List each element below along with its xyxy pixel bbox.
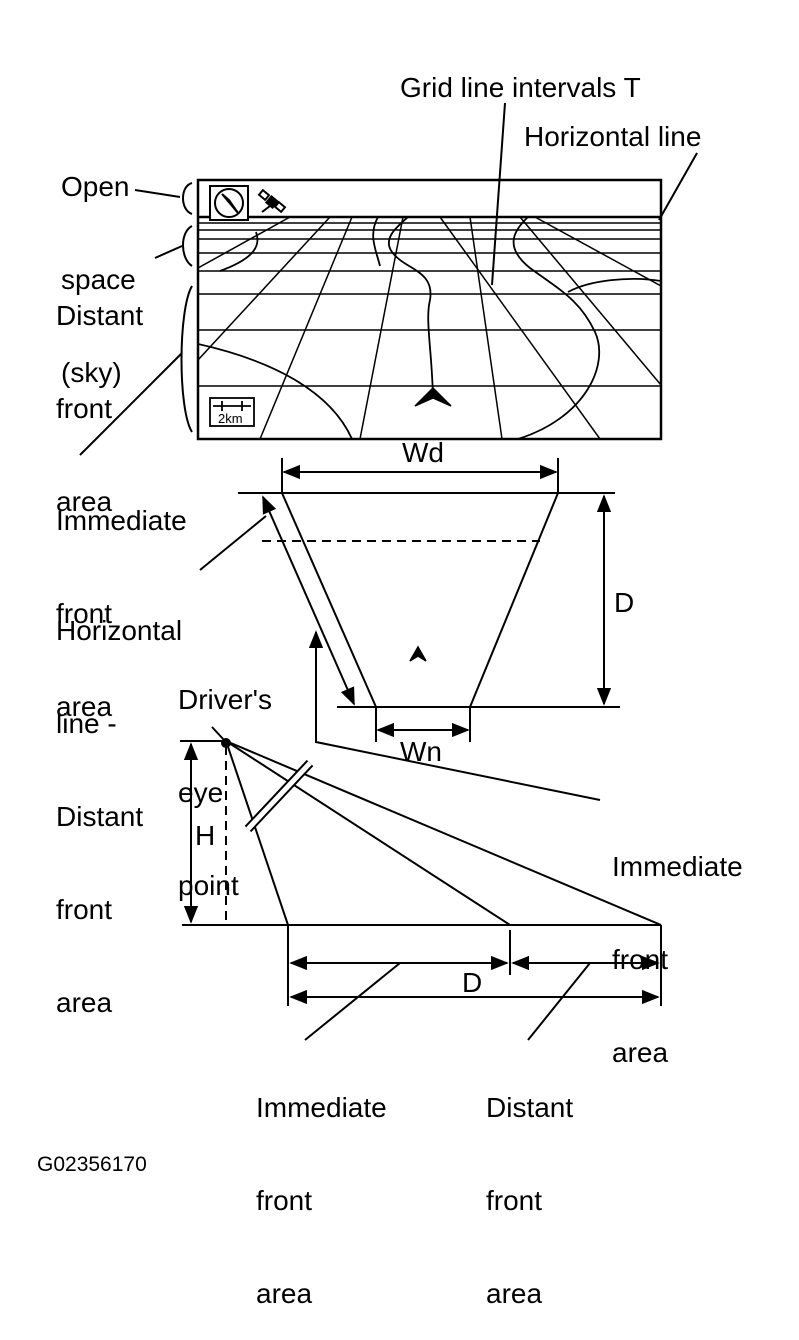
immediate-area-leader: [308, 630, 601, 801]
distant-front-area-bottom-label: Distant front area: [486, 1092, 574, 1309]
satellite-icon: [257, 188, 287, 214]
road-curve: [219, 231, 259, 272]
horizontal-line-label: Horizontal line: [524, 121, 702, 152]
figure-code: G02356170: [37, 1153, 147, 1176]
road-curve: [372, 216, 381, 267]
scale-label: 2km: [218, 411, 243, 426]
perspective-line: [259, 216, 353, 439]
vehicle-arrow-icon: [414, 386, 452, 407]
slanted-dimension: [262, 495, 355, 706]
road-curve: [198, 343, 353, 439]
trapezoid-view: [199, 458, 620, 801]
h-label: H: [195, 820, 216, 851]
distant-front-area-top-label: Distant front area: [56, 300, 144, 517]
open-space-label: Open space (sky): [61, 171, 136, 388]
perspective-line: [359, 216, 404, 439]
immediate-front-area-bottom-label: Immediate front area: [256, 1092, 387, 1309]
immediate-front-area-top-label: Immediate front area: [56, 505, 187, 722]
side-view: [180, 726, 662, 1041]
horizontal-distant-label: Horizontal line - Distant front area: [56, 615, 183, 1018]
d-bottom-label: D: [462, 967, 483, 998]
grid-intervals-label: Grid line intervals T: [400, 72, 641, 103]
perspective-line: [534, 216, 661, 287]
perspective-line: [519, 216, 661, 386]
wn-label: Wn: [400, 736, 442, 767]
map-frame: [196, 178, 663, 441]
wd-label: Wd: [402, 437, 444, 468]
scale-icon: [209, 397, 255, 427]
drivers-eye-label: Driver's eye point: [178, 684, 273, 901]
brace: [182, 225, 193, 267]
vehicle-arrow-icon: [409, 645, 427, 662]
map-display: 2km: [196, 178, 663, 441]
d-trapezoid-label: D: [614, 587, 635, 618]
compass-icon: [209, 185, 249, 221]
map-annotations: [79, 102, 698, 456]
road-curve: [512, 216, 600, 439]
display-geometry-diagram: 2km: [79, 102, 698, 1041]
road-curve: [567, 278, 661, 293]
perspective-line: [469, 216, 503, 439]
perspective-line: [439, 216, 601, 439]
road-curve: [387, 216, 434, 399]
perspective-line: [198, 216, 331, 361]
immediate-front-area-right-label: Immediate front area: [612, 851, 743, 1068]
brace: [180, 285, 193, 433]
brace: [182, 182, 193, 215]
perspective-line: [198, 216, 291, 269]
